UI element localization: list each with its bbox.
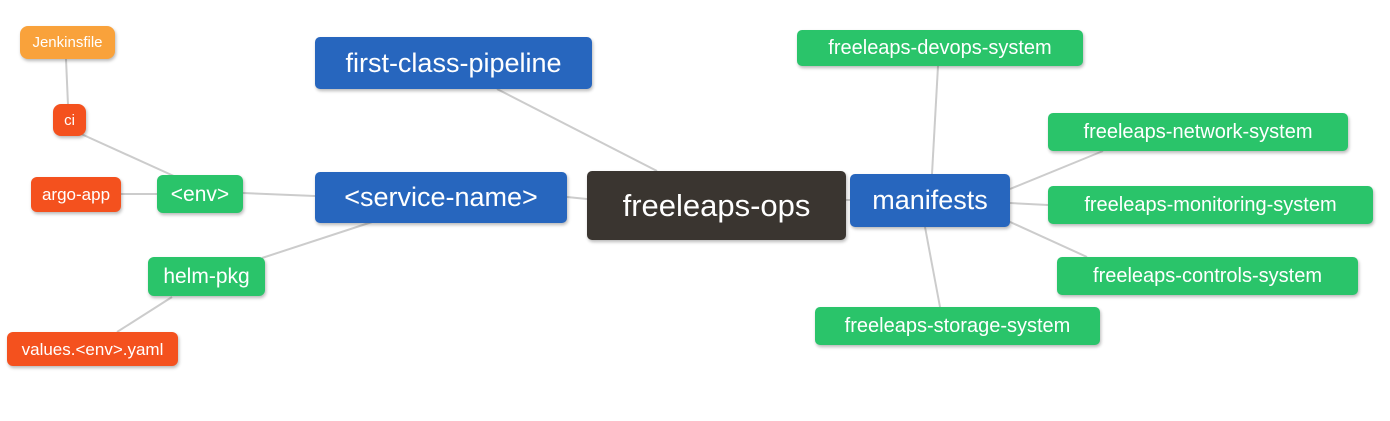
node-ci[interactable]: ci: [53, 104, 86, 136]
edge-manifests-to-storage-system: [924, 226, 941, 308]
edge-manifests-to-controls-system: [1007, 220, 1088, 258]
node-label-env: <env>: [170, 182, 230, 206]
edge-jenkinsfile-to-ci: [65, 58, 69, 106]
node-first-class-pipeline[interactable]: first-class-pipeline: [315, 37, 592, 89]
node-storage-system[interactable]: freeleaps-storage-system: [815, 307, 1100, 345]
node-label-controls-system: freeleaps-controls-system: [1093, 265, 1322, 287]
node-label-freeleaps-ops: freeleaps-ops: [622, 188, 811, 223]
node-label-ci: ci: [64, 111, 75, 129]
node-freeleaps-ops[interactable]: freeleaps-ops: [587, 171, 846, 240]
edge-manifests-to-monitoring-system: [1009, 202, 1049, 206]
node-label-values-env-yaml: values.<env>.yaml: [21, 339, 164, 359]
node-label-network-system: freeleaps-network-system: [1083, 121, 1313, 143]
edge-helm-pkg-to-service-name: [261, 221, 373, 259]
node-label-storage-system: freeleaps-storage-system: [844, 315, 1071, 337]
node-jenkinsfile[interactable]: Jenkinsfile: [20, 26, 115, 59]
node-label-helm-pkg: helm-pkg: [163, 265, 250, 288]
edge-service-name-to-freeleaps-ops: [566, 196, 588, 200]
node-values-env-yaml[interactable]: values.<env>.yaml: [7, 332, 178, 366]
node-label-monitoring-system: freeleaps-monitoring-system: [1084, 194, 1337, 216]
node-label-service-name: <service-name>: [344, 182, 538, 212]
node-label-jenkinsfile: Jenkinsfile: [32, 34, 103, 51]
node-service-name[interactable]: <service-name>: [315, 172, 567, 223]
node-label-first-class-pipeline: first-class-pipeline: [345, 47, 562, 78]
node-devops-system[interactable]: freeleaps-devops-system: [797, 30, 1083, 66]
node-label-argo-app: argo-app: [41, 185, 111, 204]
edge-ci-to-env: [78, 132, 177, 178]
node-env[interactable]: <env>: [157, 175, 243, 213]
edge-manifests-to-devops-system: [931, 65, 939, 175]
node-helm-pkg[interactable]: helm-pkg: [148, 257, 265, 296]
node-argo-app[interactable]: argo-app: [31, 177, 121, 212]
node-label-devops-system: freeleaps-devops-system: [828, 37, 1052, 59]
edge-manifests-to-network-system: [1009, 150, 1104, 190]
edge-env-to-service-name: [242, 192, 316, 197]
edge-values-env-yaml-to-helm-pkg: [116, 296, 173, 333]
edge-first-class-pipeline-to-freeleaps-ops: [496, 88, 658, 172]
node-label-manifests: manifests: [872, 185, 988, 215]
node-monitoring-system[interactable]: freeleaps-monitoring-system: [1048, 186, 1373, 224]
node-manifests[interactable]: manifests: [850, 174, 1010, 227]
node-network-system[interactable]: freeleaps-network-system: [1048, 113, 1348, 151]
node-controls-system[interactable]: freeleaps-controls-system: [1057, 257, 1358, 295]
